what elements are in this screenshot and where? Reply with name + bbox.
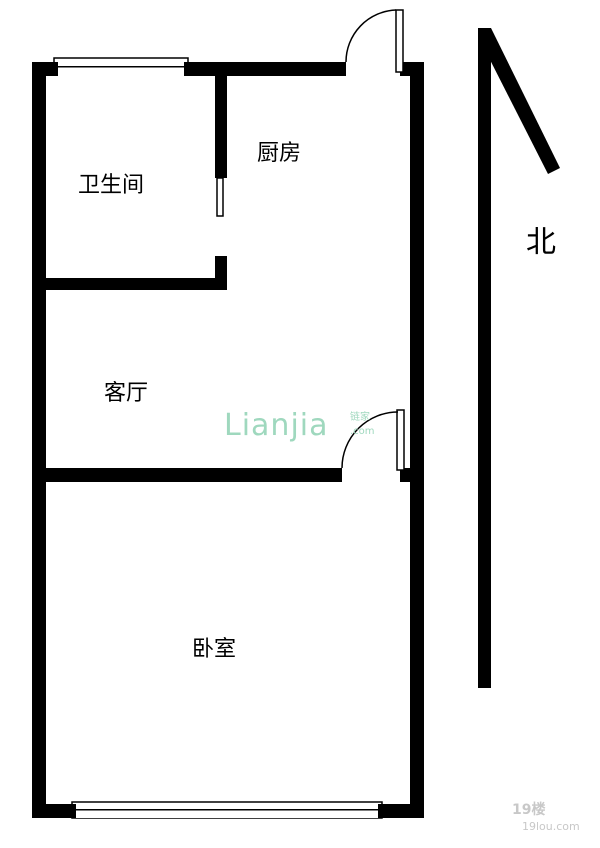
room-label-living-room: 客厅 [104,381,148,406]
north-arrow-icon [478,28,560,688]
bedroom-door [341,409,405,471]
watermark-text: Lianjia [224,408,329,443]
north-label: 北 [526,225,556,260]
site-logo-text: 19楼 [512,801,545,818]
watermark-domain: .com [350,426,375,437]
room-label-bathroom: 卫生间 [78,173,144,198]
site-logo: 19楼 19lou.com [512,801,580,833]
room-label-kitchen: 厨房 [257,141,301,166]
entrance-door [345,9,404,73]
lianjia-watermark: Lianjia 链家 .com [224,408,375,443]
room-label-bedroom: 卧室 [192,637,236,662]
bathroom-door [216,177,224,217]
watermark-subtext: 链家 [350,410,370,423]
site-logo-url: 19lou.com [522,820,580,833]
